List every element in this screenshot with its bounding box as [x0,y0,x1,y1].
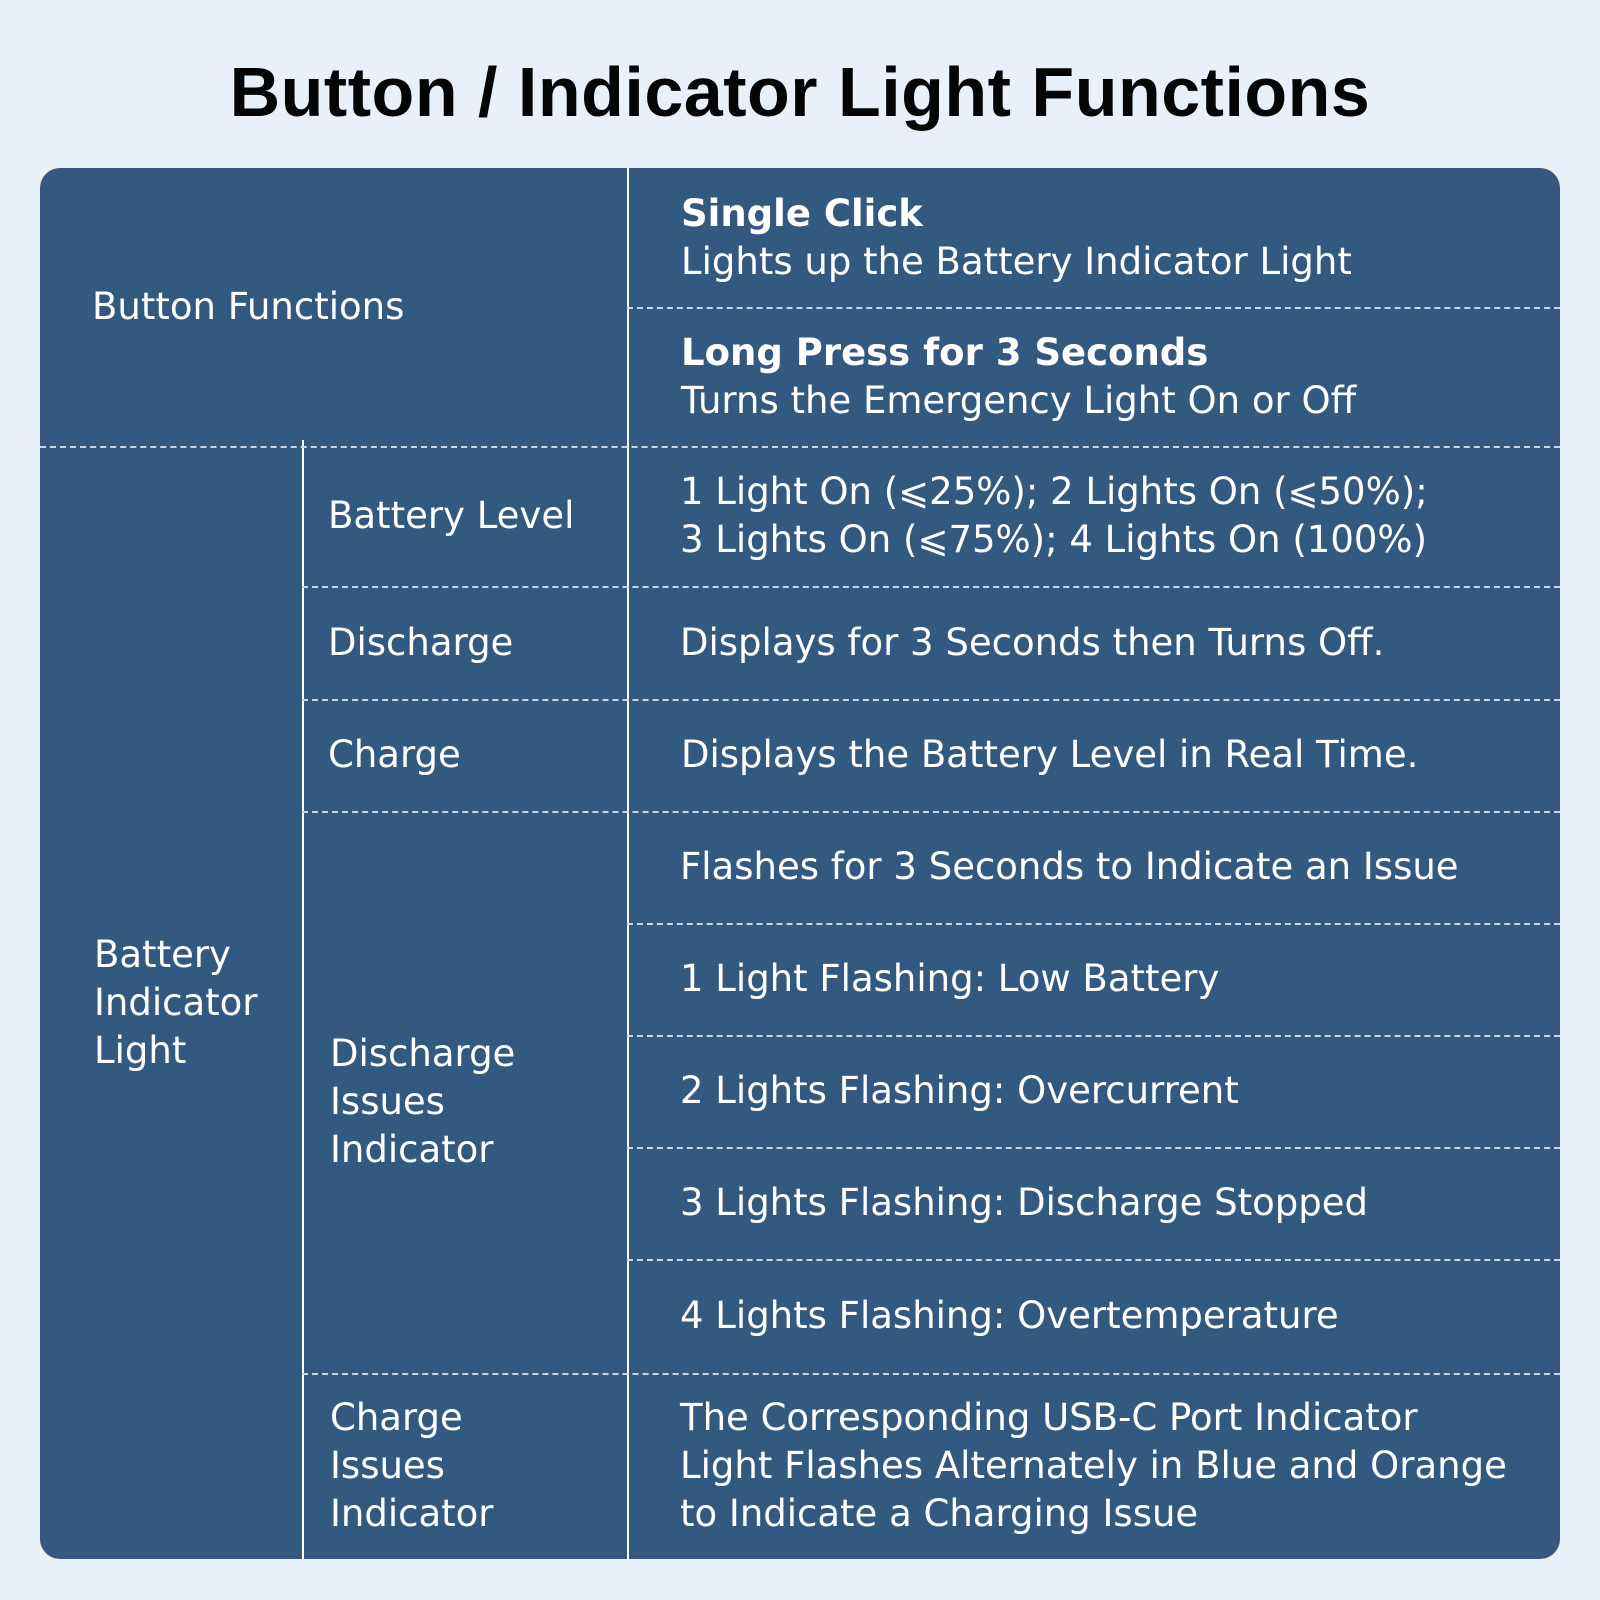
charge-issues-label-line: Issues [330,1444,445,1487]
discharge-desc-cell: Displays for 3 Seconds then Turns Off. [680,586,1555,699]
discharge-issue-row: 4 Lights Flashing: Overtemperature [680,1259,1555,1373]
charge-desc: Displays the Battery Level in Real Time. [681,733,1419,776]
battery-level-label-cell: Battery Level [328,446,623,586]
discharge-issue-row: 1 Light Flashing: Low Battery [680,923,1555,1035]
discharge-issue-row: 2 Lights Flashing: Overcurrent [680,1035,1555,1147]
battery-level-desc-line: 1 Light On (⩽25%); 2 Lights On (⩽50%); [680,470,1428,513]
battery-indicator-label-line: Light [94,1028,187,1072]
charge-label: Charge [328,733,461,776]
battery-indicator-label-line: Indicator [94,980,258,1024]
button-functions-label: Button Functions [92,285,405,328]
column-divider-sub [302,440,304,1559]
single-click-cell: Single Click Lights up the Battery Indic… [681,168,1551,307]
long-press-heading: Long Press for 3 Seconds [681,330,1209,374]
discharge-issue-text: 4 Lights Flashing: Overtemperature [680,1294,1339,1337]
page-title: Button / Indicator Light Functions [229,53,1371,131]
row-divider [302,586,1560,588]
button-functions-label-cell: Button Functions [92,168,612,446]
functions-table: Button Functions Single Click Lights up … [40,168,1560,1559]
long-press-cell: Long Press for 3 Seconds Turns the Emerg… [681,307,1551,446]
charge-desc-cell: Displays the Battery Level in Real Time. [681,699,1556,811]
row-divider [627,307,1560,309]
discharge-label: Discharge [328,620,514,664]
battery-level-label: Battery Level [328,494,575,537]
section-divider [40,446,1560,448]
charge-issues-desc-line: Light Flashes Alternately in Blue and Or… [680,1444,1507,1487]
row-divider [302,699,1560,701]
single-click-heading: Single Click [681,191,923,235]
discharge-issue-text: 2 Lights Flashing: Overcurrent [680,1069,1239,1112]
discharge-issues-label-line: Discharge [330,1032,516,1075]
row-divider [627,1147,1560,1149]
row-divider [302,811,1560,813]
discharge-issue-row: Flashes for 3 Seconds to Indicate an Iss… [680,811,1555,923]
discharge-issue-text: 1 Light Flashing: Low Battery [680,957,1220,1000]
battery-indicator-label-cell: Battery Indicator Light [94,446,299,1559]
discharge-label-cell: Discharge [328,586,623,699]
discharge-issue-row: 3 Lights Flashing: Discharge Stopped [680,1147,1555,1259]
row-divider [627,1259,1560,1261]
row-divider [302,1373,1560,1375]
discharge-issues-label-line: Issues [330,1080,445,1123]
battery-indicator-label-line: Battery [94,932,231,976]
row-divider [627,923,1560,925]
charge-label-cell: Charge [328,699,623,811]
charge-issues-desc-line: The Corresponding USB-C Port Indicator [680,1396,1418,1439]
charge-issues-label-line: Indicator [330,1492,494,1535]
long-press-text: Turns the Emergency Light On or Off [681,378,1357,422]
charge-issues-desc-cell: The Corresponding USB-C Port Indicator L… [680,1373,1555,1559]
discharge-issue-text: Flashes for 3 Seconds to Indicate an Iss… [680,845,1459,888]
discharge-issues-label-line: Indicator [330,1128,494,1171]
charge-issues-desc-line: to Indicate a Charging Issue [680,1492,1199,1535]
battery-level-desc-cell: 1 Light On (⩽25%); 2 Lights On (⩽50%); 3… [680,446,1555,586]
charge-issues-label-cell: Charge Issues Indicator [330,1373,625,1559]
discharge-desc: Displays for 3 Seconds then Turns Off. [680,620,1385,664]
battery-level-desc-line: 3 Lights On (⩽75%); 4 Lights On (100%) [680,518,1428,561]
charge-issues-label-line: Charge [330,1396,463,1439]
discharge-issues-label-cell: Discharge Issues Indicator [330,811,625,1373]
discharge-issue-text: 3 Lights Flashing: Discharge Stopped [680,1181,1369,1224]
single-click-text: Lights up the Battery Indicator Light [681,239,1352,283]
column-divider-main [627,168,629,1559]
row-divider [627,1035,1560,1037]
